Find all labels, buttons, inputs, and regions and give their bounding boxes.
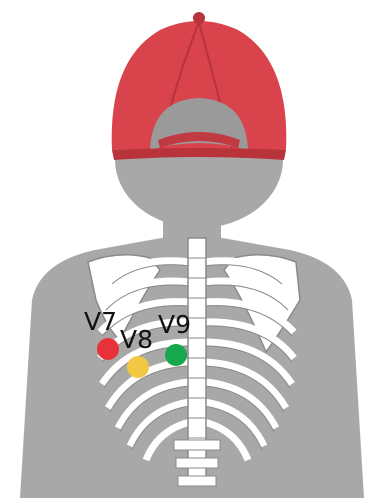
label-v7: V7	[84, 307, 117, 336]
label-v9: V9	[158, 310, 191, 339]
electrode-v9	[165, 344, 187, 366]
cap-button	[193, 12, 205, 24]
label-v8: V8	[120, 325, 153, 354]
electrode-v7	[97, 338, 119, 360]
electrode-v8	[127, 356, 149, 378]
cap	[112, 12, 287, 160]
lumbar-processes	[174, 440, 220, 486]
